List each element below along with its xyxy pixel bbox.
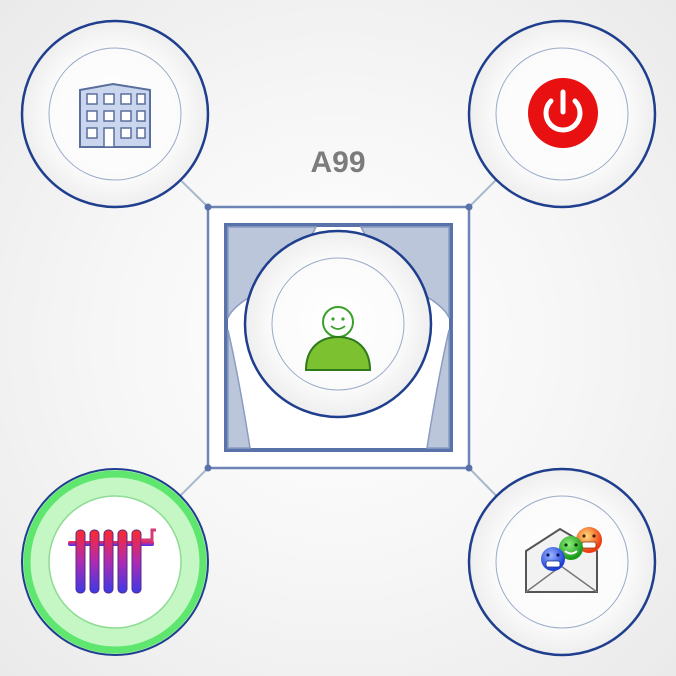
power-icon bbox=[528, 78, 598, 148]
building-node[interactable] bbox=[20, 19, 210, 209]
frame-corner-dots bbox=[204, 203, 473, 472]
curtain-right-lower bbox=[426, 329, 450, 449]
power-node[interactable] bbox=[467, 19, 657, 209]
heating-node[interactable] bbox=[21, 468, 209, 656]
mail-emoji-icon bbox=[525, 527, 602, 593]
room-label: A99 bbox=[310, 146, 366, 179]
building-icon bbox=[79, 82, 151, 148]
messages-node[interactable] bbox=[467, 467, 657, 657]
radiator-icon bbox=[68, 528, 156, 594]
occupant-node[interactable] bbox=[243, 229, 433, 419]
person-smiley-icon bbox=[304, 306, 372, 371]
curtain-left-lower bbox=[227, 329, 251, 449]
